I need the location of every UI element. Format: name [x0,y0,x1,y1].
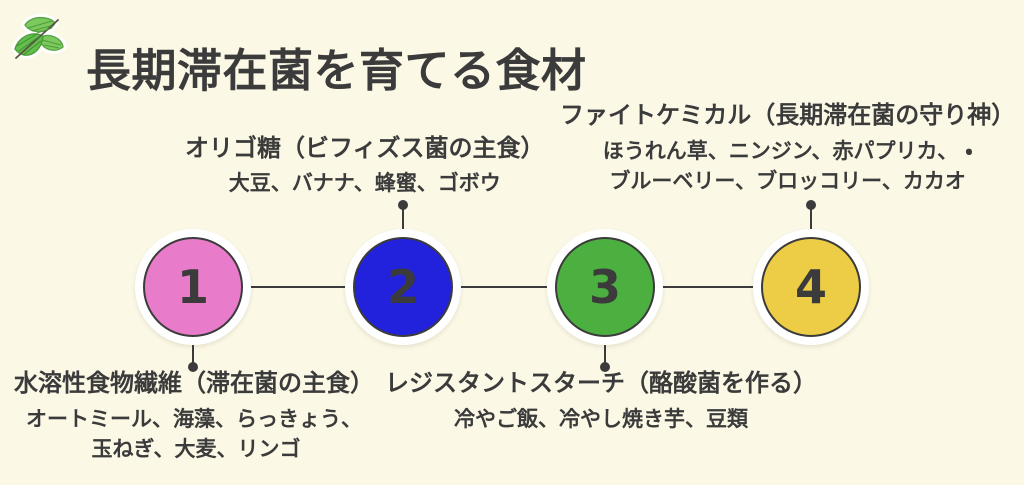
step-2-items: 大豆、バナナ、蜂蜜、ゴボウ [185,168,545,198]
step-node-2[interactable]: 2 [345,229,461,345]
step-number-3: 3 [555,237,655,337]
step-1-items-line-2: 玉ねぎ、大麦、リンゴ [91,437,301,461]
step-1-heading: 水溶性食物繊維（滞在菌の主食） [14,369,374,397]
step-2-items-line-1: 大豆、バナナ、蜂蜜、ゴボウ [228,171,501,195]
herb-leaf-icon [6,8,68,70]
step-3-pin [600,345,610,372]
step-1-items: オートミール、海藻、らっきょう、 玉ねぎ、大麦、リンゴ [14,404,374,464]
step-4-pin [806,200,816,229]
step-node-4[interactable]: 4 [753,229,869,345]
step-3-items: 冷やご飯、冷やし焼き芋、豆類 [385,404,817,434]
step-node-3[interactable]: 3 [547,229,663,345]
connector-1-2 [249,286,345,288]
step-4-items: ほうれん草、ニンジン、赤パプリカ、 ・ ブルーベリー、ブロッコリー、カカオ [560,136,1015,196]
step-number-2: 2 [353,237,453,337]
header: 長期滞在菌を育てる食材 [0,0,1024,97]
step-number-4: 4 [761,237,861,337]
connector-2-3 [459,286,547,288]
step-3-items-line-1: 冷やご飯、冷やし焼き芋、豆類 [454,407,748,431]
page-title: 長期滞在菌を育てる食材 [86,44,587,98]
step-number-1: 1 [143,237,243,337]
step-4-items-line-2: ブルーベリー、ブロッコリー、カカオ [609,169,966,193]
step-node-1[interactable]: 1 [135,229,251,345]
connector-3-4 [661,286,753,288]
step-2-heading: オリゴ糖（ビフィズス菌の主食） [185,134,545,162]
step-1-items-line-1: オートミール、海藻、らっきょう、 [26,407,362,431]
step-4-items-line-1: ほうれん草、ニンジン、赤パプリカ、 ・ [602,139,973,163]
step-1-label: 水溶性食物繊維（滞在菌の主食） オートミール、海藻、らっきょう、 玉ねぎ、大麦、… [14,368,374,464]
step-2-label: オリゴ糖（ビフィズス菌の主食） 大豆、バナナ、蜂蜜、ゴボウ [185,133,545,198]
step-1-pin [188,345,198,372]
step-4-label: ファイトケミカル（長期滞在菌の守り神） ほうれん草、ニンジン、赤パプリカ、 ・ … [560,100,1015,196]
step-2-pin [398,200,408,229]
step-4-heading: ファイトケミカル（長期滞在菌の守り神） [560,101,1016,129]
step-3-heading: レジスタントスターチ（酪酸菌を作る） [385,369,817,397]
step-3-label: レジスタントスターチ（酪酸菌を作る） 冷やご飯、冷やし焼き芋、豆類 [385,368,817,434]
